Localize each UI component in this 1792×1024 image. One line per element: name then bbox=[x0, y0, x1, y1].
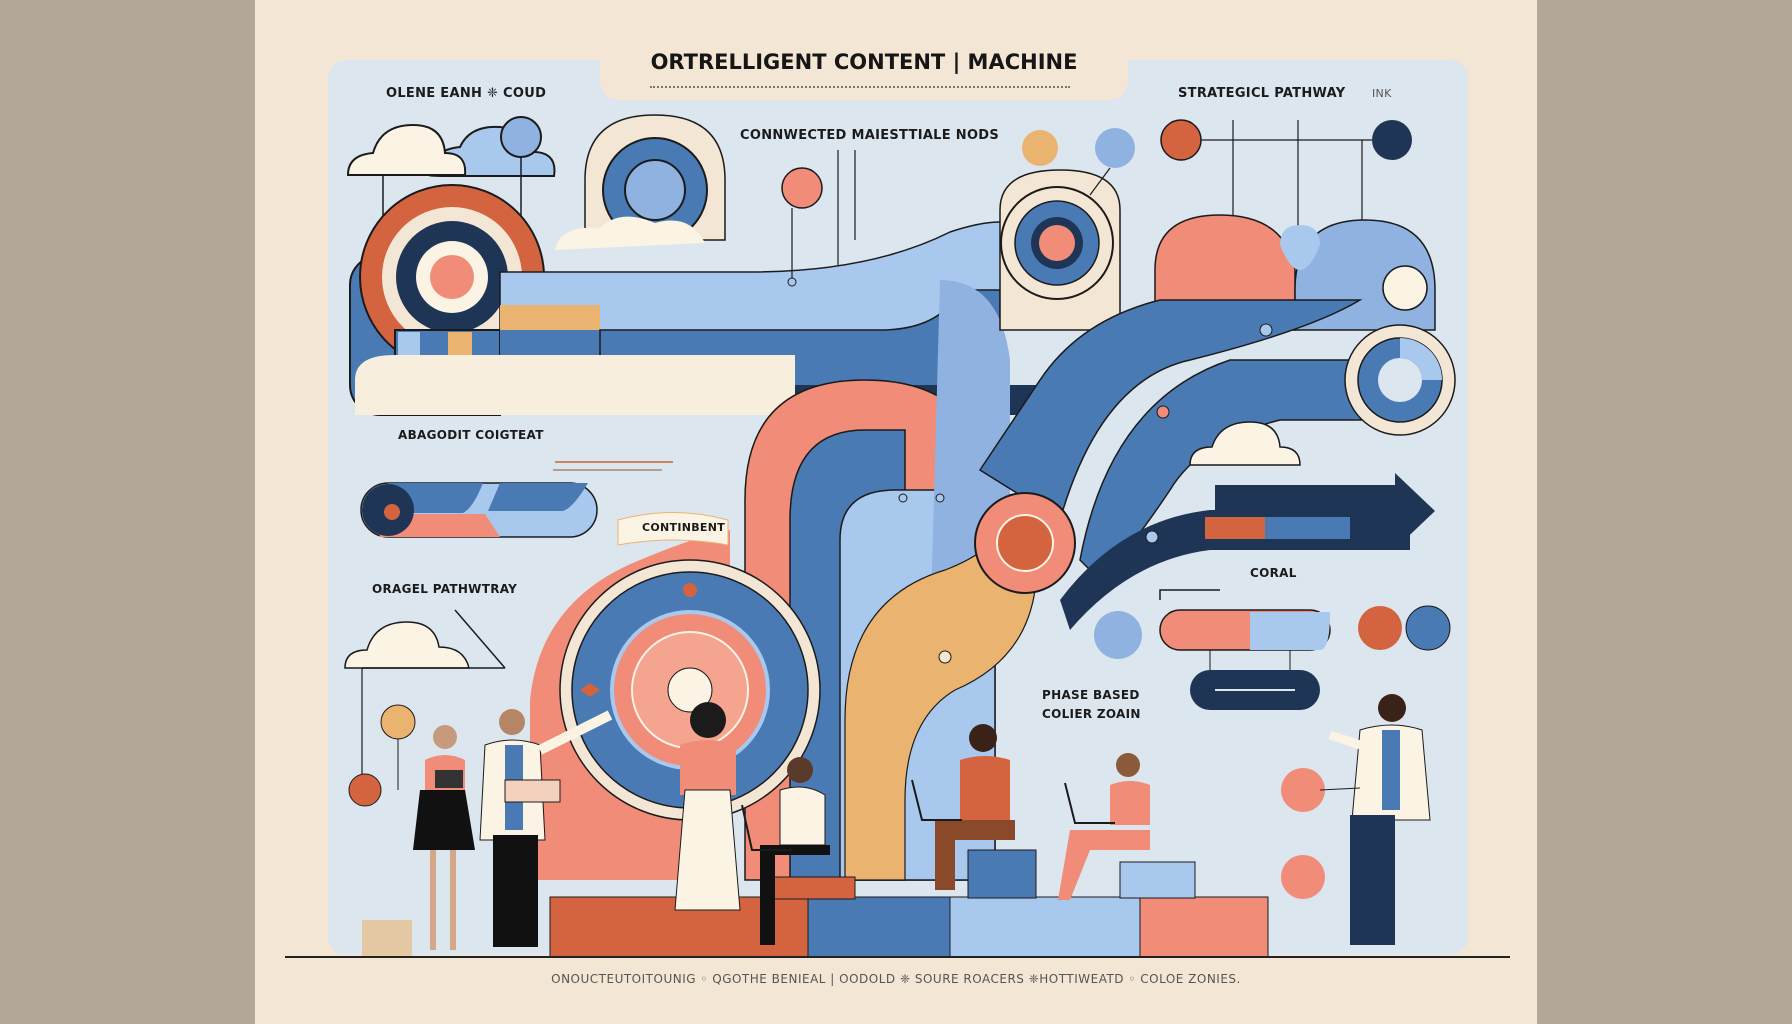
label-phase-based: PHASE BASED bbox=[1042, 688, 1140, 702]
person-man-white-coat bbox=[479, 709, 613, 947]
label-ink: INK bbox=[1372, 87, 1392, 100]
footer-caption: ONOUCTEUTOITOUNIG ◦ QGOTHE BENIEAL | OOD… bbox=[551, 972, 1241, 986]
person-woman-white-skirt bbox=[674, 702, 741, 911]
label-top-left: OLENE EANH ❈ COUD bbox=[386, 86, 547, 101]
person-man-coral-shirt bbox=[911, 724, 1015, 890]
person-woman-tablet bbox=[413, 725, 475, 950]
label-color-zone: COLIER ZOAIN bbox=[1042, 707, 1141, 721]
title-underline bbox=[650, 86, 1070, 88]
ground-line bbox=[285, 956, 1510, 958]
label-connected-nodes: CONNWECTED MAIESTTIALE NODS bbox=[740, 128, 1000, 143]
person-man-laptop-seated bbox=[741, 757, 830, 945]
label-left-lower: ORAGEL PATHWTRAY bbox=[372, 582, 518, 596]
label-strategic-pathway: STRATEGICL PATHWAY bbox=[1178, 86, 1346, 101]
label-coral: CORAL bbox=[1250, 566, 1297, 580]
person-man-presenter-right bbox=[1319, 694, 1431, 945]
label-center-arc: CONTINBENT bbox=[642, 521, 726, 534]
poster-title: ORTRELLIGENT CONTENT | MACHINE bbox=[650, 50, 1078, 74]
label-left-mid: ABAGODIT COIGTEAT bbox=[398, 428, 544, 442]
title-tab: ORTRELLIGENT CONTENT | MACHINE bbox=[600, 0, 1128, 100]
person-woman-coral-seated bbox=[1058, 753, 1150, 900]
node-circle bbox=[500, 116, 542, 158]
